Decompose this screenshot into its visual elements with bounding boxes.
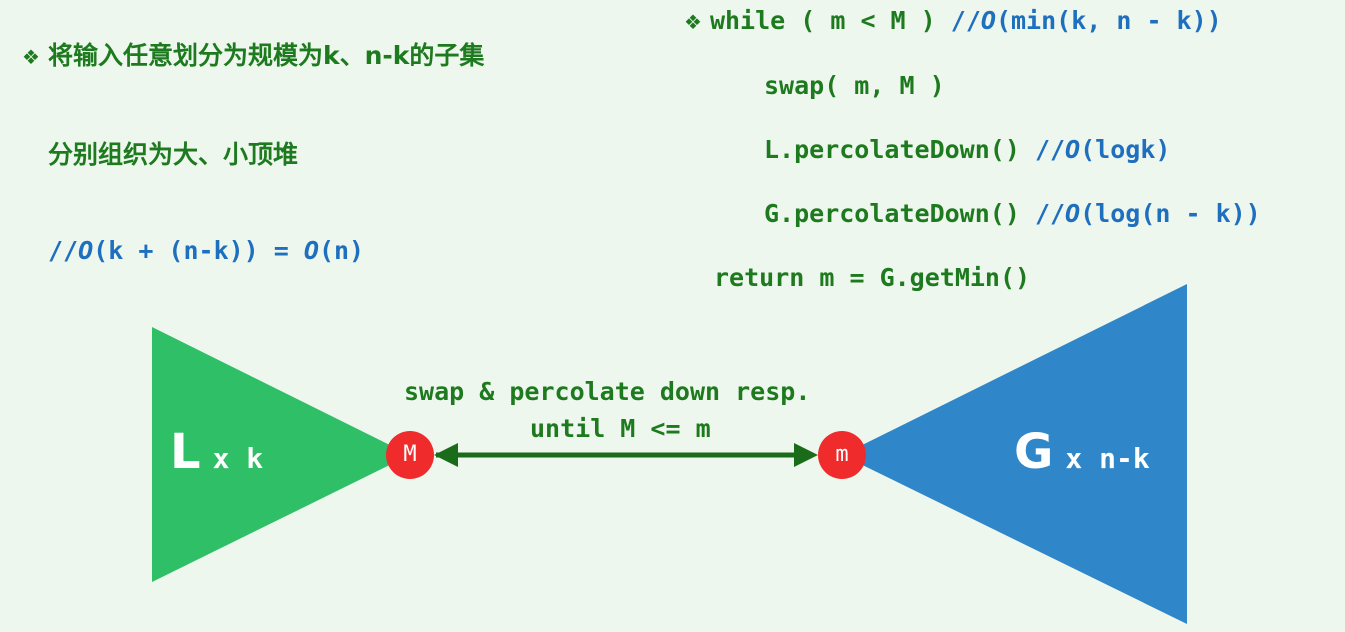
percolate-l-line: L.percolateDown() //O(logk) [764,135,1171,164]
left-node-circle [386,431,434,479]
swap-label-line1: swap & percolate down resp. [404,377,811,406]
swap-arrow-right-head [794,443,818,467]
swap-line: swap( m, M ) [764,71,945,100]
organize-heaps-text: 分别组织为大、小顶堆 [48,140,299,169]
swap-arrow-left-head [434,443,458,467]
left-heap-name: L [170,424,201,480]
while-loop-line: ❖while ( m < M ) //O(min(k, n - k)) [684,6,1222,35]
right-heap-name: G [1014,424,1054,480]
percolate-g-line: G.percolateDown() //O(log(n - k)) [764,199,1261,228]
right-heap-triangle [842,284,1187,624]
return-line: return m = G.getMin() [714,263,1031,292]
diamond-bullet-icon: ❖ [684,10,702,34]
left-heap-size: x k [212,442,264,475]
right-node-circle [818,431,866,479]
right-heap-size: x n-k [1065,442,1150,475]
left-heap-triangle [152,327,410,582]
right-node-label: m [835,442,849,467]
swap-label-line2: until M <= m [530,414,711,443]
left-node-label: M [403,442,417,467]
build-complexity-comment: //O(k + (n-k)) = O(n) [48,236,365,265]
partition-text: ❖ 将输入任意划分为规模为k、n-k的子集 [22,36,484,72]
partition-text-label: 将输入任意划分为规模为k、n-k的子集 [47,41,485,70]
diamond-bullet-icon: ❖ [22,45,40,69]
